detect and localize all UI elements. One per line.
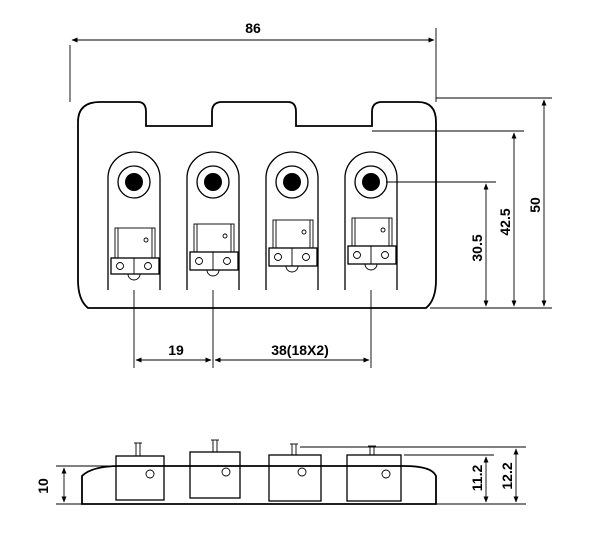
side-saddle-2 bbox=[189, 439, 241, 499]
side-saddle-3 bbox=[268, 443, 322, 502]
height-low-label: 30.5 bbox=[469, 234, 485, 261]
height-mid-label: 42.5 bbox=[497, 208, 513, 235]
side-base-plate bbox=[81, 465, 437, 505]
top-view: 86 50 42.5 30.5 19 38(18X2) bbox=[69, 20, 552, 368]
saddle-2 bbox=[186, 151, 240, 290]
side-saddle-4 bbox=[346, 445, 402, 502]
saddle-4 bbox=[344, 151, 398, 290]
height-a-label: 11.2 bbox=[469, 465, 485, 492]
string-spacing-label: 38(18X2) bbox=[271, 342, 329, 358]
edge-spacing-label: 19 bbox=[168, 342, 184, 358]
side-saddle-1 bbox=[115, 442, 165, 501]
dim-overall-width: 86 bbox=[69, 20, 437, 102]
height-b-label: 12.2 bbox=[499, 462, 515, 489]
base-height-label: 10 bbox=[35, 478, 51, 494]
base-plate-outline bbox=[77, 101, 437, 309]
overall-width-label: 86 bbox=[245, 20, 261, 36]
side-dimensions: 10 11.2 12.2 bbox=[35, 446, 526, 505]
saddle-1 bbox=[107, 151, 161, 290]
saddle-3 bbox=[265, 151, 319, 290]
dim-spacing: 19 38(18X2) bbox=[133, 290, 372, 368]
side-view: 10 11.2 12.2 bbox=[35, 439, 526, 505]
height-total-label: 50 bbox=[527, 197, 543, 213]
dim-heights: 50 42.5 30.5 bbox=[372, 97, 552, 309]
